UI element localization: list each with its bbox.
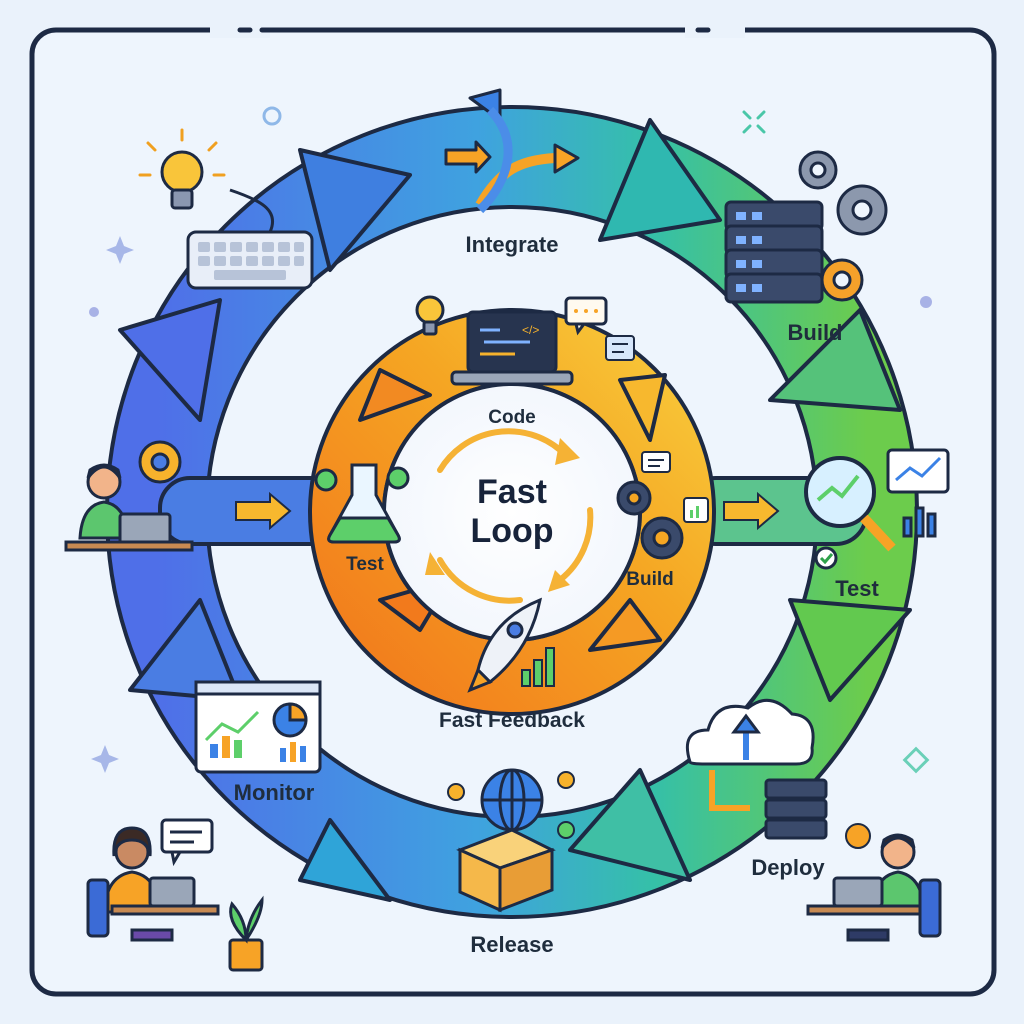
package-box-icon xyxy=(456,828,556,913)
gear-icon xyxy=(798,150,888,236)
merge-arrows-icon xyxy=(444,88,580,214)
globe-icon xyxy=(480,768,544,832)
server-small-icon xyxy=(764,778,828,840)
stage-label-test: Test xyxy=(835,576,879,601)
chat-orange-icon xyxy=(845,823,871,849)
plant-icon xyxy=(228,895,264,972)
chat-small-icon xyxy=(641,451,671,473)
gear-orange-left-icon xyxy=(138,440,182,484)
sparkle-green-icon xyxy=(742,110,766,134)
developer-left-avatar xyxy=(64,463,194,552)
inner-label-test: Test xyxy=(346,554,384,575)
center-title-line1: Fast xyxy=(477,473,547,511)
stage-label-release: Release xyxy=(470,932,553,957)
developer-bottom-left-avatar xyxy=(86,826,220,942)
center-title-line2: Loop xyxy=(470,512,553,550)
trend-chart-icon xyxy=(886,448,950,538)
beaker-icon xyxy=(314,463,410,544)
rocket-icon xyxy=(467,597,543,693)
dot-decoration xyxy=(89,106,932,774)
check-circle-icon xyxy=(814,546,838,570)
stage-label-build: Build xyxy=(788,320,843,345)
core-cycle-arrows xyxy=(437,428,594,604)
stage-label-integrate: Integrate xyxy=(466,232,559,257)
outer-arrowheads xyxy=(118,118,912,902)
document-icon xyxy=(605,335,635,361)
sparkle-icon xyxy=(91,236,134,773)
cloud-upload-icon xyxy=(685,698,815,811)
lightbulb-small-icon xyxy=(415,295,445,336)
stage-label-monitor: Monitor xyxy=(234,780,315,805)
chat-bubble-icon xyxy=(564,296,608,336)
developer-right-avatar xyxy=(806,833,942,942)
gear-orange-icon xyxy=(820,258,864,302)
chart-small-icon xyxy=(683,497,709,523)
inner-label-build: Build xyxy=(626,569,674,590)
chat-bubble-left-icon xyxy=(160,818,214,867)
inner-label-code: Code xyxy=(488,407,536,428)
gear-dark-icon xyxy=(616,480,684,560)
lightbulb-icon xyxy=(138,128,226,210)
dashboard-icon xyxy=(194,680,322,774)
inner-caption-fast-feedback: Fast Feedback xyxy=(439,709,585,732)
server-rack-icon xyxy=(724,200,824,304)
stage-label-deploy: Deploy xyxy=(751,855,825,880)
code-snippet-text: </> xyxy=(522,323,539,337)
laptop-code-icon xyxy=(450,310,574,386)
bar-chart-icon xyxy=(521,647,555,687)
magnifier-icon xyxy=(804,456,896,552)
keyboard-icon xyxy=(186,188,314,290)
network-nodes-icon xyxy=(447,771,575,839)
